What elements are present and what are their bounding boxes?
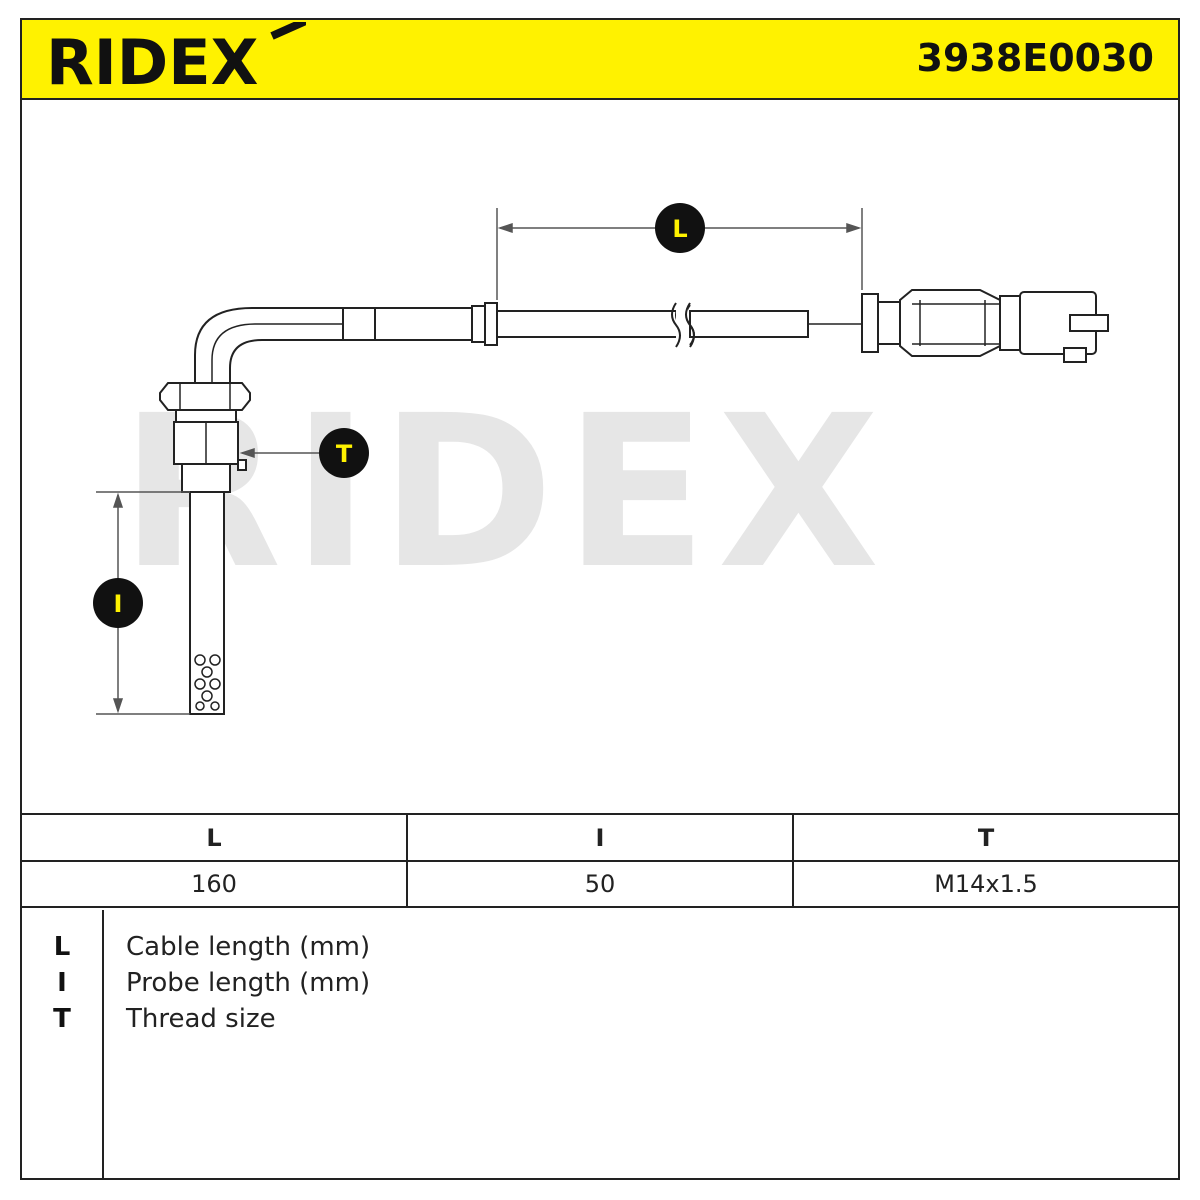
- sleeve-end: [342, 307, 376, 341]
- header-bar: RIDEX 3938E0030: [20, 18, 1180, 100]
- legend-desc: Probe length (mm): [126, 968, 371, 998]
- legend-divider: [102, 910, 104, 1178]
- connector-pin: [1069, 314, 1109, 332]
- probe-shoulder: [181, 463, 231, 493]
- spec-header-row: L I T: [20, 813, 1180, 862]
- connector-tab: [1063, 347, 1087, 363]
- spec-value-i: 50: [406, 860, 794, 908]
- spec-table: L I T 160 50 M14x1.5: [20, 813, 1180, 908]
- spec-value-t: M14x1.5: [792, 860, 1180, 908]
- logo-text: RIDEX: [46, 26, 258, 98]
- sensor-drawing: [159, 289, 1109, 715]
- legend-row-i: I Probe length (mm): [22, 964, 1172, 1000]
- part-number: 3938E0030: [916, 36, 1154, 80]
- spec-header-l: L: [20, 813, 408, 862]
- legend-row-l: L Cable length (mm): [22, 928, 1172, 964]
- callout-l-text: L: [672, 215, 687, 243]
- connector-flange: [861, 293, 879, 353]
- legend: L Cable length (mm) I Probe length (mm) …: [20, 910, 1180, 1180]
- legend-desc: Thread size: [126, 1004, 276, 1034]
- sensor-diagram: RIDEX: [93, 203, 1109, 715]
- spec-header-t: T: [792, 813, 1180, 862]
- callout-t-text: T: [336, 440, 353, 468]
- callout-l-badge: [655, 203, 705, 253]
- legend-desc: Cable length (mm): [126, 932, 371, 962]
- cable-right: [689, 310, 809, 338]
- hex-nut: [159, 382, 251, 411]
- legend-key: T: [53, 1004, 71, 1034]
- watermark-text: RIDEX: [120, 370, 890, 615]
- callout-t-badge: [319, 428, 369, 478]
- crimp-ring: [471, 305, 487, 343]
- legend-row-t: T Thread size: [22, 1000, 1172, 1036]
- spec-value-row: 160 50 M14x1.5: [20, 860, 1180, 908]
- legend-key: I: [57, 968, 67, 998]
- tube-centerline: [211, 323, 345, 361]
- callout-i-text: I: [114, 590, 123, 618]
- thread-marker: [237, 459, 247, 471]
- crimp-collar: [484, 302, 498, 346]
- spec-header-i: I: [406, 813, 794, 862]
- connector-latch: [999, 295, 1023, 351]
- probe-holes: [194, 654, 221, 711]
- ridex-logo: RIDEX: [46, 22, 306, 98]
- connector-neck: [877, 301, 901, 345]
- callout-i-badge: [93, 578, 143, 628]
- spec-value-l: 160: [20, 860, 408, 908]
- dimension-t: [239, 447, 320, 459]
- thread-collar: [175, 409, 237, 423]
- legend-key: L: [53, 932, 71, 962]
- logo-slash: [270, 22, 306, 40]
- cable-left: [496, 310, 678, 338]
